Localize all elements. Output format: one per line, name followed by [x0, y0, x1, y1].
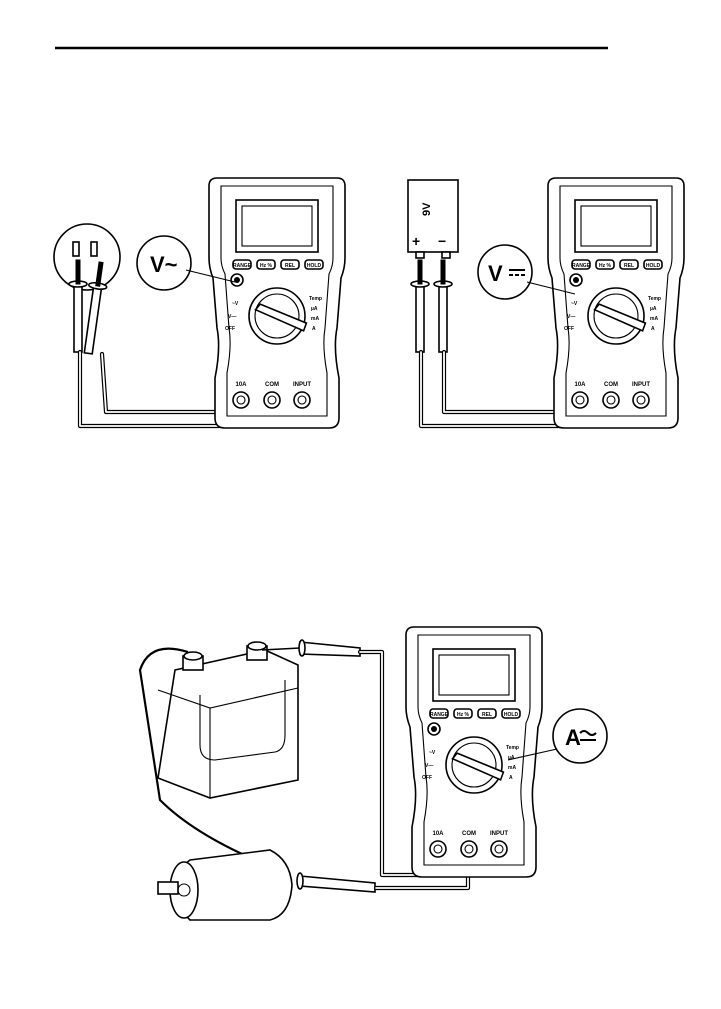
meter-button-label: HOLD	[646, 263, 661, 269]
meter-button-label: HOLD	[504, 712, 519, 718]
meter-jack-label: 10A	[235, 382, 247, 388]
probe-2	[297, 873, 375, 892]
battery-plus: +	[412, 233, 420, 249]
battery-voltage-label: 9V	[421, 202, 433, 216]
motor-icon	[158, 850, 292, 920]
diagram-dc-voltage: 9V + − V RANGE Hz % REL HOLD 10A COM INPUT	[408, 178, 684, 428]
meter-button-label: Hz %	[260, 263, 273, 269]
meter-jack-label: 10A	[574, 382, 586, 388]
meter-button-label: RANGE	[233, 263, 252, 269]
ac-outlet-icon	[54, 224, 120, 290]
meter-jack-label: INPUT	[490, 831, 508, 837]
meter-button-label: REL	[482, 712, 492, 718]
power-supply-icon	[158, 642, 298, 798]
meter-jack-label: COM	[604, 382, 618, 388]
callout-amps-label: A	[565, 725, 581, 750]
diagram-ac-voltage: V~ RANGE Hz % REL HOLD 10A COM INPUT	[54, 178, 345, 428]
multimeter-3	[406, 627, 542, 877]
diagram-current: A RANGE Hz % REL HOLD 10A COM INPUT	[140, 627, 607, 920]
meter-jack-label: INPUT	[293, 382, 311, 388]
meter-button-label: Hz %	[599, 263, 612, 269]
callout-ac-volts-label: V~	[150, 252, 178, 277]
battery-icon: 9V + −	[408, 180, 458, 258]
callout-dc-volts-label: V	[488, 261, 503, 286]
meter-button-label: RANGE	[430, 712, 449, 718]
meter-jack-label: INPUT	[632, 382, 650, 388]
meter-jack-label: 10A	[432, 831, 444, 837]
meter-button-label: REL	[285, 263, 295, 269]
meter-jack-label: COM	[265, 382, 279, 388]
meter-button-label: REL	[624, 263, 634, 269]
meter-button-label: Hz %	[457, 712, 470, 718]
multimeter-1	[209, 178, 345, 428]
meter-button-label: RANGE	[572, 263, 591, 269]
meter-button-label: HOLD	[307, 263, 322, 269]
meter-jack-label: COM	[462, 831, 476, 837]
battery-minus: −	[438, 233, 446, 249]
multimeter-2	[548, 178, 684, 428]
probe-1	[299, 640, 360, 656]
